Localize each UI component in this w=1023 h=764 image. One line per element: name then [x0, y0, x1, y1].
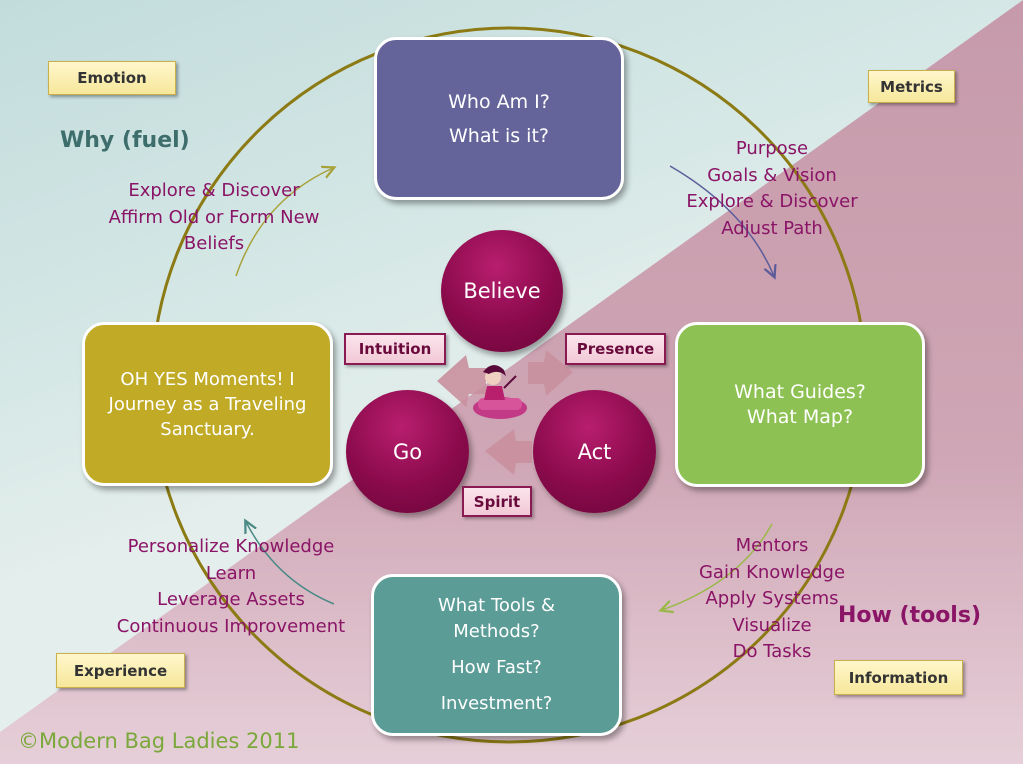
list-item: Learn [205, 562, 257, 584]
circle-act: Act [533, 390, 656, 513]
box-line: Sanctuary. [160, 418, 255, 440]
box-line: What is it? [449, 124, 549, 147]
box-line: Methods? [453, 621, 540, 642]
list-item: Explore & Discover [686, 191, 858, 212]
list-item: Leverage Assets [157, 589, 305, 610]
list-bottom-right: Mentors Gain Knowledge Apply Systems Vis… [682, 533, 862, 666]
block-arrow-spirit [485, 429, 532, 475]
tag-presence: Presence [565, 333, 666, 365]
circle-believe: Believe [441, 230, 563, 352]
tag-experience: Experience [56, 653, 185, 688]
box-line-group: What Tools & Methods? [438, 593, 555, 645]
box-line: How Fast? [451, 657, 542, 678]
box-line: OH YES Moments! I [120, 368, 295, 390]
box-line: What Tools & [437, 595, 556, 616]
list-item: Gain Knowledge [698, 561, 846, 583]
list-item: Goals & Vision [707, 164, 837, 186]
list-item: Continuous Improvement [116, 615, 346, 637]
arrow-bottom-right [662, 523, 773, 610]
tag-metrics: Metrics [868, 70, 955, 103]
box-who-am-i: Who Am I? What is it? [374, 37, 624, 200]
list-item: Explore & Discover [128, 180, 300, 201]
arrow-top-left [235, 168, 333, 277]
list-item: Visualize [732, 614, 812, 636]
tag-spirit: Spirit [462, 486, 532, 517]
box-line: What Guides? [734, 380, 866, 403]
list-item: Beliefs [183, 233, 245, 254]
block-arrow-intuition [437, 355, 486, 407]
list-item: Affirm Old or Form New [108, 206, 320, 228]
box-line: Investment? [440, 693, 553, 714]
box-what-tools: What Tools & Methods? How Fast? Investme… [371, 574, 622, 736]
label-how-tools: How (tools) [838, 603, 981, 628]
bag-lady-icon [473, 364, 527, 419]
copyright-text: ©Modern Bag Ladies 2011 [18, 729, 300, 753]
list-top-left: Explore & Discover Affirm Old or Form Ne… [94, 178, 334, 258]
box-what-guides: What Guides? What Map? [675, 322, 925, 487]
list-item: Adjust Path [721, 217, 823, 239]
tag-intuition: Intuition [344, 333, 446, 365]
list-item: Purpose [735, 138, 809, 159]
list-top-right: Purpose Goals & Vision Explore & Discove… [670, 136, 874, 242]
tag-information: Information [834, 660, 963, 695]
box-line: What Map? [746, 405, 854, 428]
arrow-top-right [669, 165, 774, 276]
list-item: Apply Systems [705, 588, 839, 609]
list-bottom-left: Personalize Knowledge Learn Leverage Ass… [106, 534, 356, 640]
list-item: Do Tasks [732, 641, 812, 662]
box-line: Who Am I? [448, 90, 550, 113]
list-item: Mentors [735, 535, 809, 556]
box-oh-yes-moments: OH YES Moments! I Journey as a Traveling… [82, 322, 333, 486]
list-item: Personalize Knowledge [127, 536, 335, 557]
tag-emotion: Emotion [48, 61, 176, 95]
box-line: Journey as a Traveling [108, 393, 307, 415]
arrow-bottom-left [246, 522, 335, 605]
block-arrow-presence [528, 350, 573, 396]
label-why-fuel: Why (fuel) [60, 128, 190, 153]
circle-go: Go [346, 390, 469, 513]
